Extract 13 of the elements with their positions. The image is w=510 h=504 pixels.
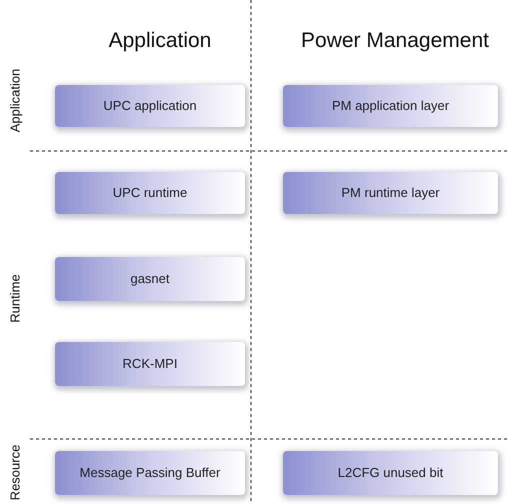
layer-box: PM runtime layer: [283, 172, 498, 214]
layer-box: PM application layer: [283, 85, 498, 127]
row-label: Runtime: [8, 274, 23, 322]
column-heading: Power Management: [300, 28, 490, 53]
layer-box: gasnet: [55, 257, 245, 301]
layer-box: UPC application: [55, 85, 245, 127]
layer-box: RCK-MPI: [55, 342, 245, 386]
layer-box: UPC runtime: [55, 172, 245, 214]
layer-box: Message Passing Buffer: [55, 451, 245, 495]
row-label: Application: [7, 68, 22, 132]
column-heading: Application: [108, 28, 212, 53]
layer-box: L2CFG unused bit: [283, 451, 498, 495]
row-label: Resource: [7, 444, 22, 500]
